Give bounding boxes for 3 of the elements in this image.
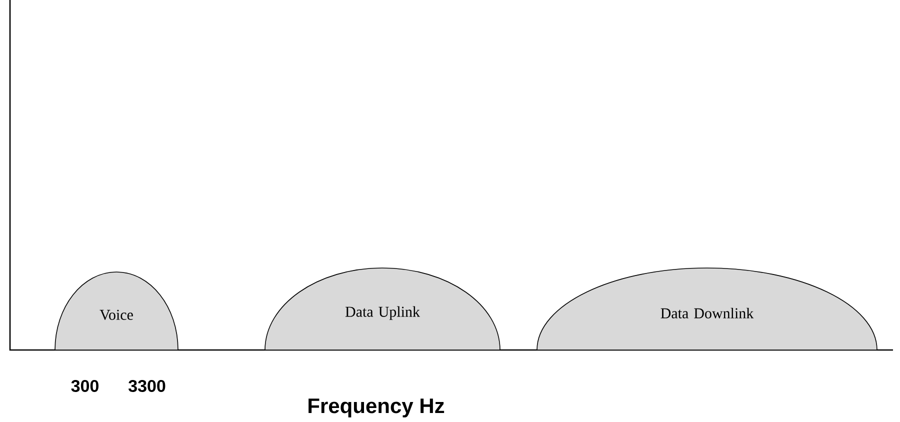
tick-label: 300 bbox=[71, 380, 98, 392]
tick-label: 3300 bbox=[128, 380, 166, 392]
axis-label: Frequency Hz bbox=[308, 398, 444, 418]
